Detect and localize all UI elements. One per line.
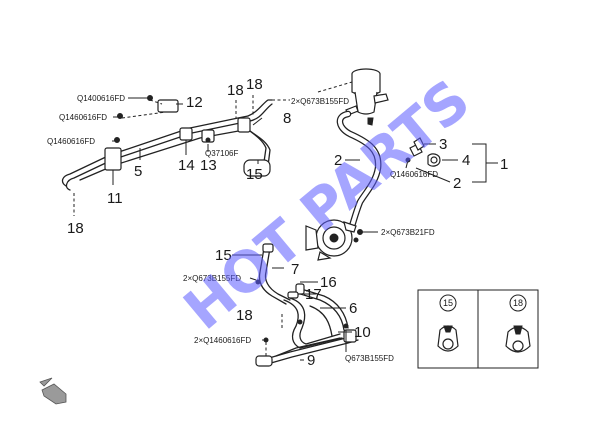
callout-9: 9 — [307, 352, 315, 369]
callout-6: 6 — [349, 300, 357, 317]
part-code-8: 2×Q673B155FD — [183, 274, 241, 283]
reservoir-icon — [345, 68, 389, 116]
front-arrow-icon — [39, 377, 67, 405]
callout-12: 12 — [186, 94, 203, 111]
clamp-legend: 15 18 — [417, 289, 539, 369]
legend-cell-18: 18 — [505, 294, 531, 353]
lower-pipe-assembly — [255, 243, 359, 367]
bracket-11 — [104, 147, 122, 171]
part-code-2: Q1460616FD — [59, 113, 107, 122]
callout-8: 8 — [283, 110, 291, 127]
callout-4: 4 — [462, 152, 470, 169]
clamp-icon — [505, 325, 531, 353]
callout-18-upper-a: 18 — [227, 82, 244, 99]
callout-5: 5 — [134, 163, 142, 180]
legend-cell-15: 15 — [437, 294, 459, 352]
legend-label-18: 18 — [513, 298, 523, 308]
callout-11: 11 — [107, 190, 123, 207]
callout-10: 10 — [354, 324, 371, 341]
callout-16: 16 — [320, 274, 337, 291]
part-code-3: Q1460616FD — [47, 137, 95, 146]
callout-1: 1 — [500, 156, 508, 173]
callout-2-right: 2 — [453, 175, 461, 192]
callout-3: 3 — [439, 136, 447, 153]
part-code-7: 2×Q673B21FD — [381, 228, 435, 237]
part-code-5: Q37106F — [205, 149, 238, 158]
clamp-18 — [237, 117, 251, 133]
part-code-labels: Q1400616FD Q1460616FD Q1460616FD 2×Q673B… — [47, 94, 438, 363]
callout-7: 7 — [291, 261, 299, 278]
upper-pipe-assembly — [61, 95, 273, 191]
legend-label-15: 15 — [443, 298, 453, 308]
clamp-icon — [437, 325, 459, 352]
fitting-group — [405, 137, 441, 169]
bracket-12 — [157, 99, 179, 113]
part-code-4: 2×Q673B155FD — [291, 97, 349, 106]
callout-18-left: 18 — [67, 220, 84, 237]
part-code-9: 2×Q1460616FD — [194, 336, 251, 345]
pump-icon — [305, 219, 363, 261]
callout-18-upper-b: 18 — [246, 76, 263, 93]
callout-15-lower: 15 — [215, 247, 232, 264]
pipe-end-fitting — [243, 159, 271, 177]
part-code-1: Q1400616FD — [77, 94, 125, 103]
callout-15-upper: 15 — [246, 166, 263, 183]
clamp-14 — [179, 127, 193, 141]
callout-18-lower: 18 — [236, 307, 253, 324]
callout-13: 13 — [200, 157, 217, 174]
part-code-10: Q673B155FD — [345, 354, 394, 363]
callout-labels: 1 2 2 3 4 5 6 7 8 9 10 11 12 13 14 15 15… — [67, 76, 508, 369]
callout-2-upper: 2 — [334, 152, 342, 169]
part-code-6: Q1460616FD — [390, 170, 438, 179]
callout-14: 14 — [178, 157, 195, 174]
callout-17: 17 — [305, 286, 322, 303]
